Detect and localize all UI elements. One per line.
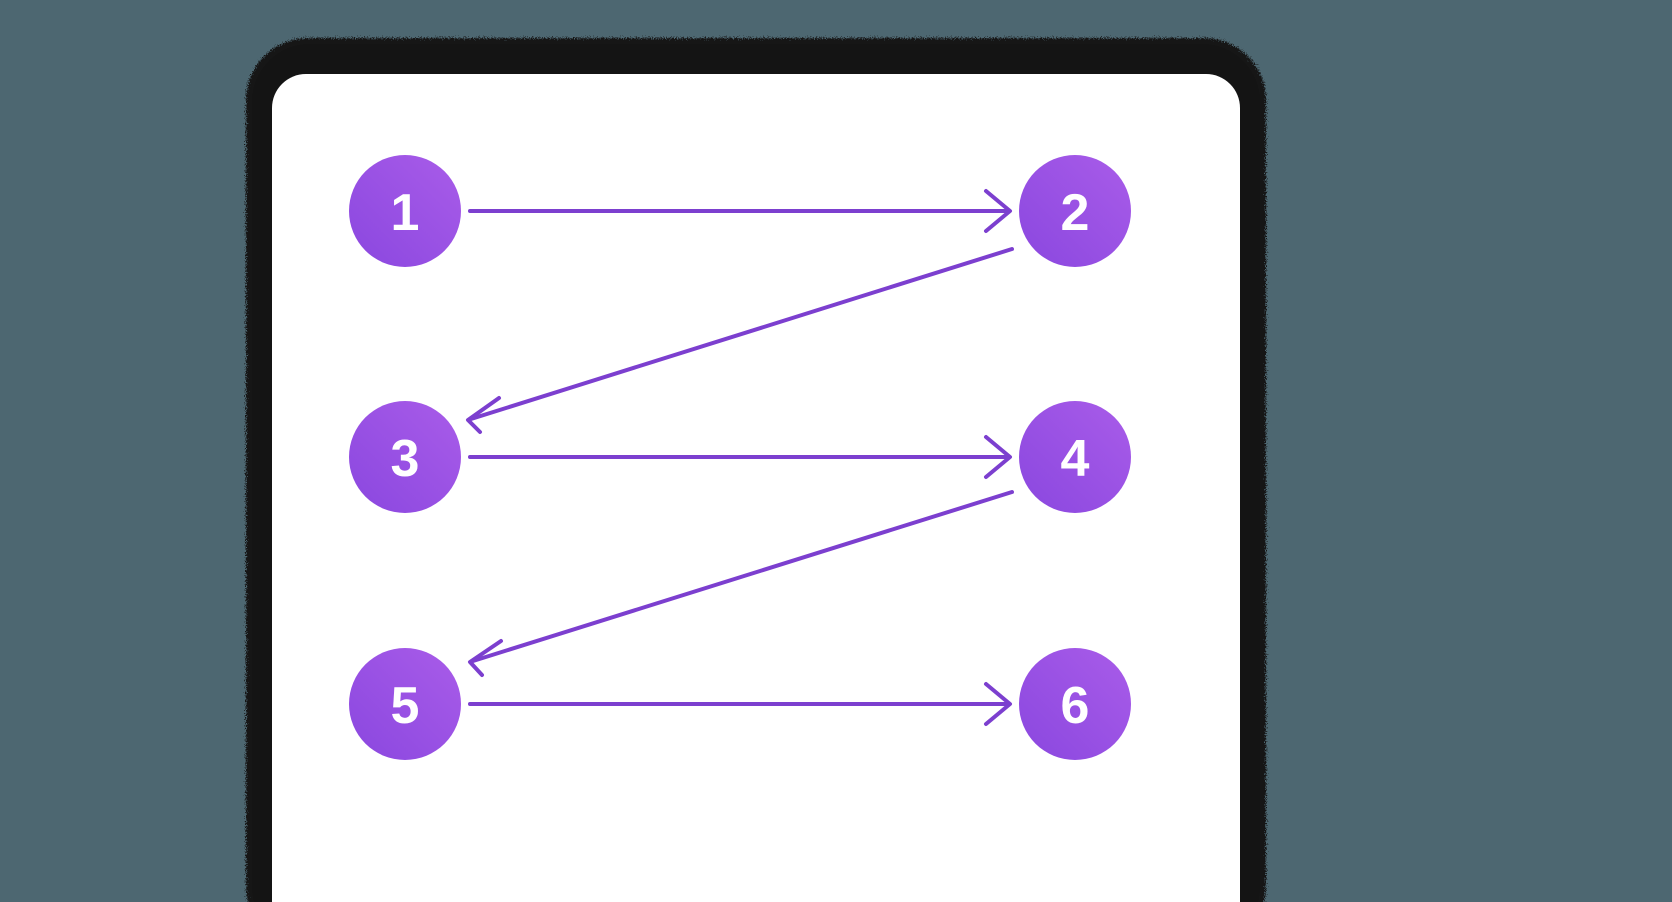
node-3-circle[interactable] bbox=[349, 401, 461, 513]
edge-layer bbox=[466, 189, 1014, 726]
node-layer: 1 2 3 4 5 6 bbox=[349, 155, 1131, 760]
node-6-circle[interactable] bbox=[1019, 648, 1131, 760]
edge-1-to-2 bbox=[468, 189, 1012, 233]
node-5-label: 5 bbox=[391, 677, 420, 735]
edge-4-to-5 bbox=[468, 490, 1014, 677]
node-4-label: 4 bbox=[1061, 430, 1090, 488]
node-5[interactable]: 5 bbox=[349, 648, 461, 760]
node-4[interactable]: 4 bbox=[1019, 401, 1131, 513]
edge-3-to-4 bbox=[468, 435, 1012, 479]
node-3-label: 3 bbox=[391, 430, 420, 488]
edge-2-to-3 bbox=[466, 247, 1014, 434]
edge-5-to-6 bbox=[468, 682, 1012, 726]
node-6-label: 6 bbox=[1061, 677, 1090, 735]
node-6[interactable]: 6 bbox=[1019, 648, 1131, 760]
node-3[interactable]: 3 bbox=[349, 401, 461, 513]
node-4-circle[interactable] bbox=[1019, 401, 1131, 513]
node-5-circle[interactable] bbox=[349, 648, 461, 760]
node-2-circle[interactable] bbox=[1019, 155, 1131, 267]
node-1[interactable]: 1 bbox=[349, 155, 461, 267]
node-1-circle[interactable] bbox=[349, 155, 461, 267]
node-2-label: 2 bbox=[1061, 184, 1090, 242]
node-2[interactable]: 2 bbox=[1019, 155, 1131, 267]
node-1-label: 1 bbox=[391, 184, 420, 242]
